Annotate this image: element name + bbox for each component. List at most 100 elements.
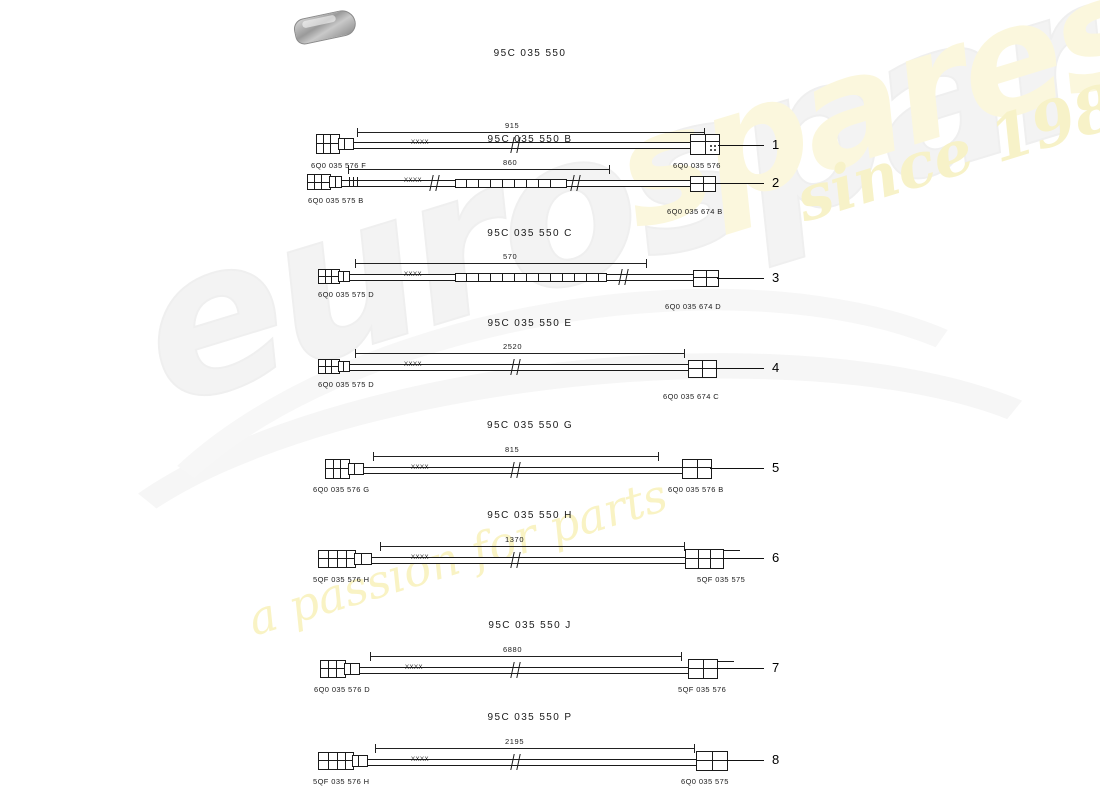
part-number-left: 6Q0 035 575 D [318,290,375,299]
part-number-right: 5QF 035 575 [697,575,746,584]
wire-code-label: XXXX [411,465,430,471]
part-number-right: 6Q0 035 674 B [667,207,723,216]
dimension-label: 1370 [505,535,525,544]
wire-break-mark [510,462,521,478]
wire-body [366,759,696,766]
dimension-line [370,652,682,661]
dimension-line [357,128,705,137]
callout-leader-line [710,468,764,469]
harness-title: 95C 035 550 [493,48,567,59]
wire-break-mark [510,552,521,568]
harness-row-4: 95C 035 550 E 2520 XXXX 4 6Q0 035 575 D … [0,318,1100,404]
harness-title: 95C 035 550 P [487,712,573,723]
connector-right [690,134,720,155]
dimension-label: 2520 [503,342,523,351]
part-number-right: 6Q0 035 674 D [665,302,722,311]
connector-left-tip [338,271,350,282]
harness-row-8: 95C 035 550 P 2195 XXXX 8 5QF 035 576 H … [0,712,1100,798]
wire-sleeve [455,273,607,282]
part-number-left: 5QF 035 576 H [313,575,370,584]
connector-part-thumbnail-icon [291,7,359,47]
harness-row-7: 95C 035 550 J 6880 XXXX 7 6Q0 035 576 D … [0,620,1100,706]
wire-body [370,557,685,564]
wire-code-label: XXXX [404,272,423,278]
part-number-right: 6Q0 035 576 B [668,485,724,494]
dimension-line [355,259,647,268]
wire-code-label: XXXX [411,757,430,763]
harness-row-2: 95C 035 550 B 860 XXXX 2 6Q0 035 575 B [0,134,1100,220]
harness-title: 95C 035 550 H [487,510,573,521]
callout-leader-line [715,368,764,369]
connector-right [696,751,728,771]
dimension-label: 915 [505,121,520,130]
wire-body [362,467,682,474]
wire-tick-group [349,177,359,186]
dimension-line [373,452,659,461]
callout-number: 8 [772,752,780,767]
wire-break-mark [618,269,629,285]
connector-right [690,176,716,192]
wire-code-label: XXXX [405,665,424,671]
harness-title: 95C 035 550 C [487,228,573,239]
dimension-label: 6880 [503,645,523,654]
wire-code-label: XXXX [404,362,423,368]
connector-left [325,459,350,479]
connector-left [307,174,331,190]
callout-leader-line [726,760,764,761]
harness-title: 95C 035 550 J [488,620,572,631]
harness-row-3: 95C 035 550 C 570 XXXX 3 6Q0 035 575 D 6… [0,228,1100,314]
connector-left-tip [338,138,354,150]
thumbnail-body [291,7,359,47]
callout-number: 1 [772,137,780,152]
connector-left-tip [338,361,350,372]
dimension-line [355,349,685,358]
dimension-line [380,542,685,551]
callout-number: 2 [772,175,780,190]
connector-left-tip [352,755,368,767]
connector-left [320,660,346,678]
connector-left-tip [329,176,342,188]
connector-right [685,549,724,569]
wire-tail [712,661,734,662]
callout-number: 3 [772,270,780,285]
wire-code-label: XXXX [404,178,423,184]
connector-left [318,752,354,770]
part-number-right: 5QF 035 576 [678,685,727,694]
connector-right [688,659,718,679]
part-number-right: 6Q0 035 576 [673,161,721,170]
dimension-label: 815 [505,445,520,454]
connector-right [682,459,712,479]
connector-left-tip [354,553,372,565]
part-number-left: 6Q0 035 575 B [308,196,364,205]
callout-leader-line [714,183,764,184]
wire-code-label: XXXX [411,555,430,561]
part-number-left: 6Q0 035 576 G [313,485,370,494]
harness-row-5: 95C 035 550 G 815 XXXX 5 6Q0 035 576 G 6… [0,420,1100,506]
callout-number: 4 [772,360,780,375]
harness-title: 95C 035 550 B [487,134,573,145]
connector-left-tip [344,663,360,675]
callout-leader-line [717,278,764,279]
connector-left [318,550,356,568]
callout-leader-line [716,668,764,669]
part-number-left: 6Q0 035 575 D [318,380,375,389]
callout-number: 6 [772,550,780,565]
dimension-label: 570 [503,252,518,261]
part-number-left: 5QF 035 576 H [313,777,370,786]
connector-left [318,359,340,374]
connector-right [693,270,719,287]
connector-right [688,360,717,378]
part-number-right: 6Q0 035 674 C [663,392,720,401]
wire-break-mark [510,754,521,770]
callout-leader-line [718,145,764,146]
dimension-line [375,744,695,753]
callout-number: 5 [772,460,780,475]
wire-break-mark [510,662,521,678]
dimension-label: 860 [503,158,518,167]
callout-leader-line [722,558,764,559]
connector-left [318,269,340,284]
dimension-line [348,165,610,174]
wire-body [358,667,688,674]
part-number-left: 6Q0 035 576 F [311,161,367,170]
